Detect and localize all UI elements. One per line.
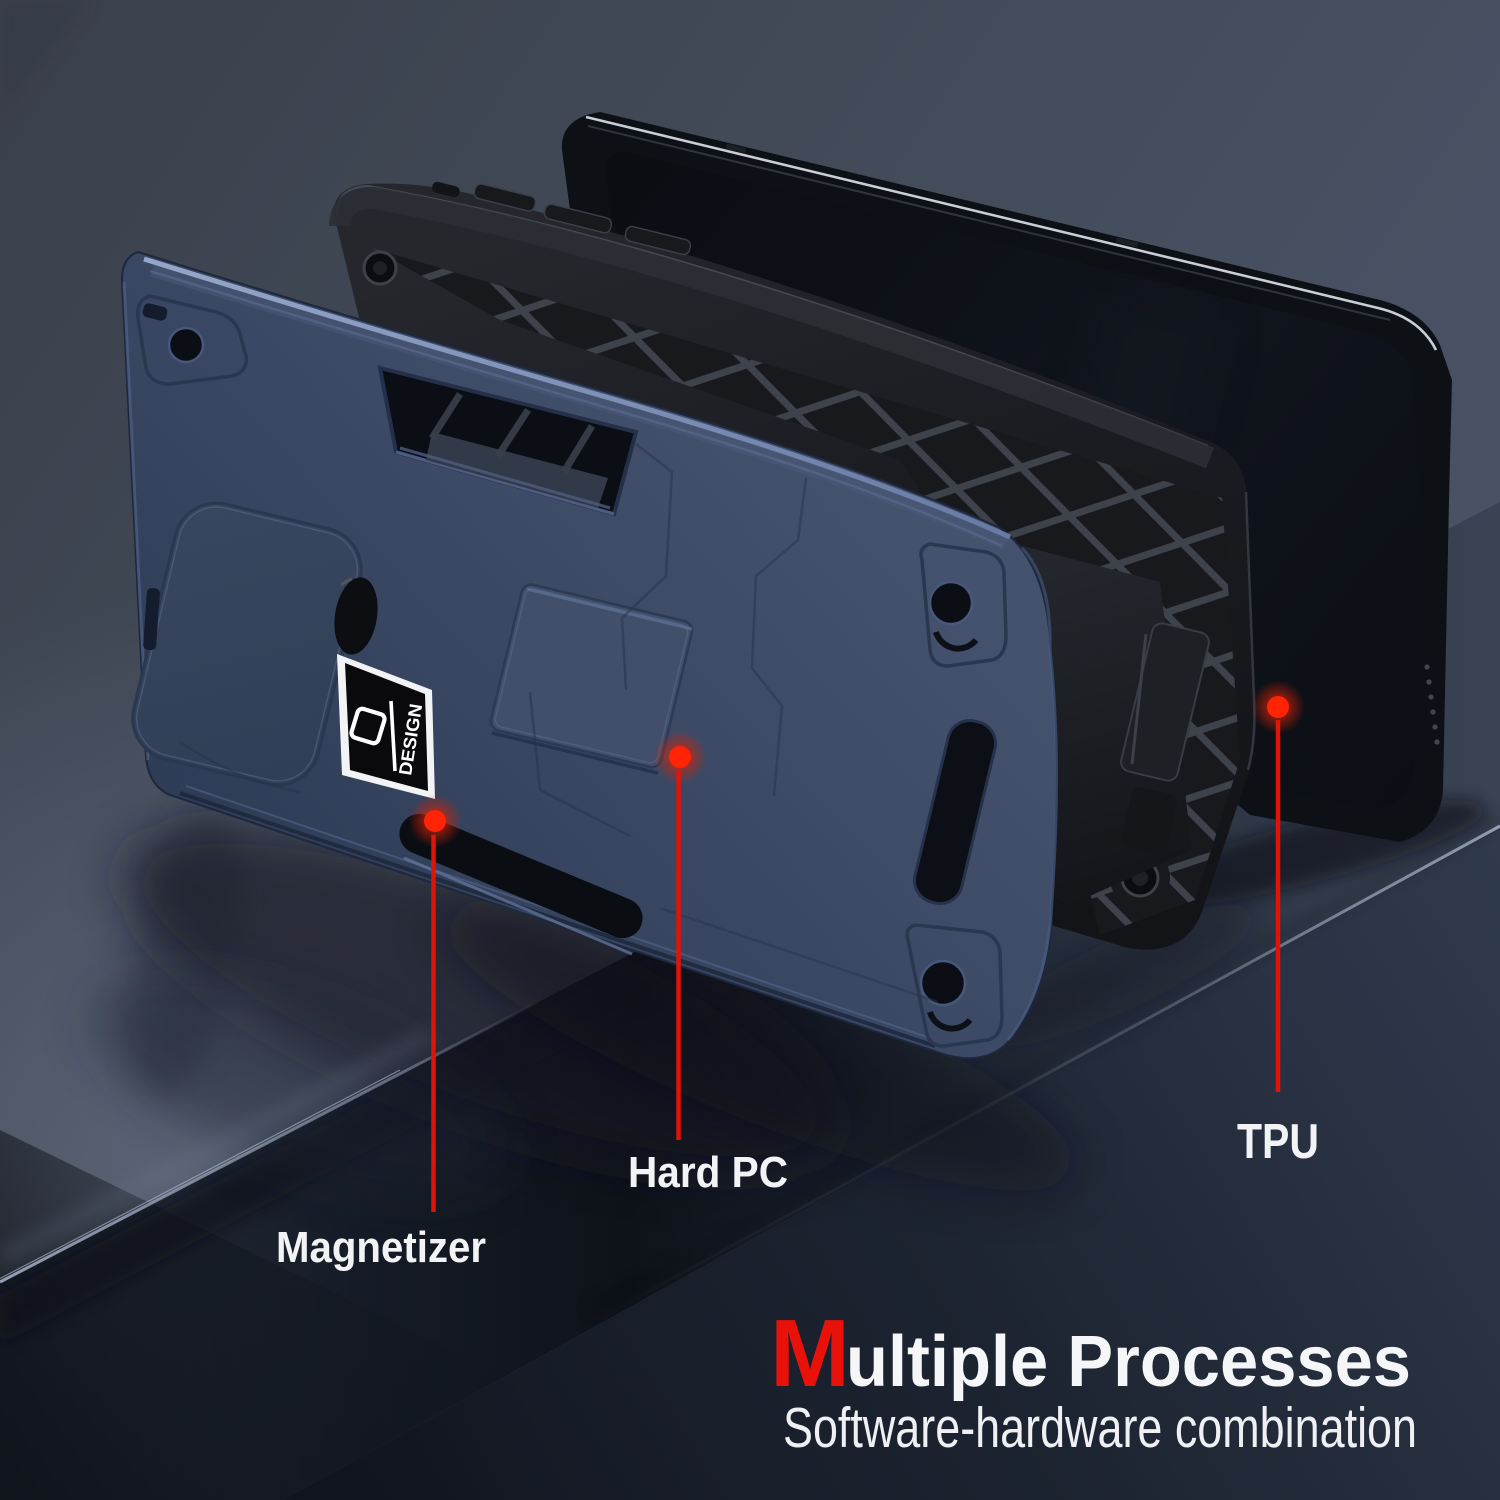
svg-text:TPU: TPU (1237, 1115, 1319, 1169)
svg-text:Magnetizer: Magnetizer (276, 1223, 486, 1272)
svg-text:Software-hardware combination: Software-hardware combination (783, 1396, 1417, 1460)
svg-text:Hard PC: Hard PC (628, 1148, 788, 1197)
svg-text:ultiple Processes: ultiple Processes (846, 1322, 1411, 1402)
svg-text:M: M (770, 1300, 850, 1407)
